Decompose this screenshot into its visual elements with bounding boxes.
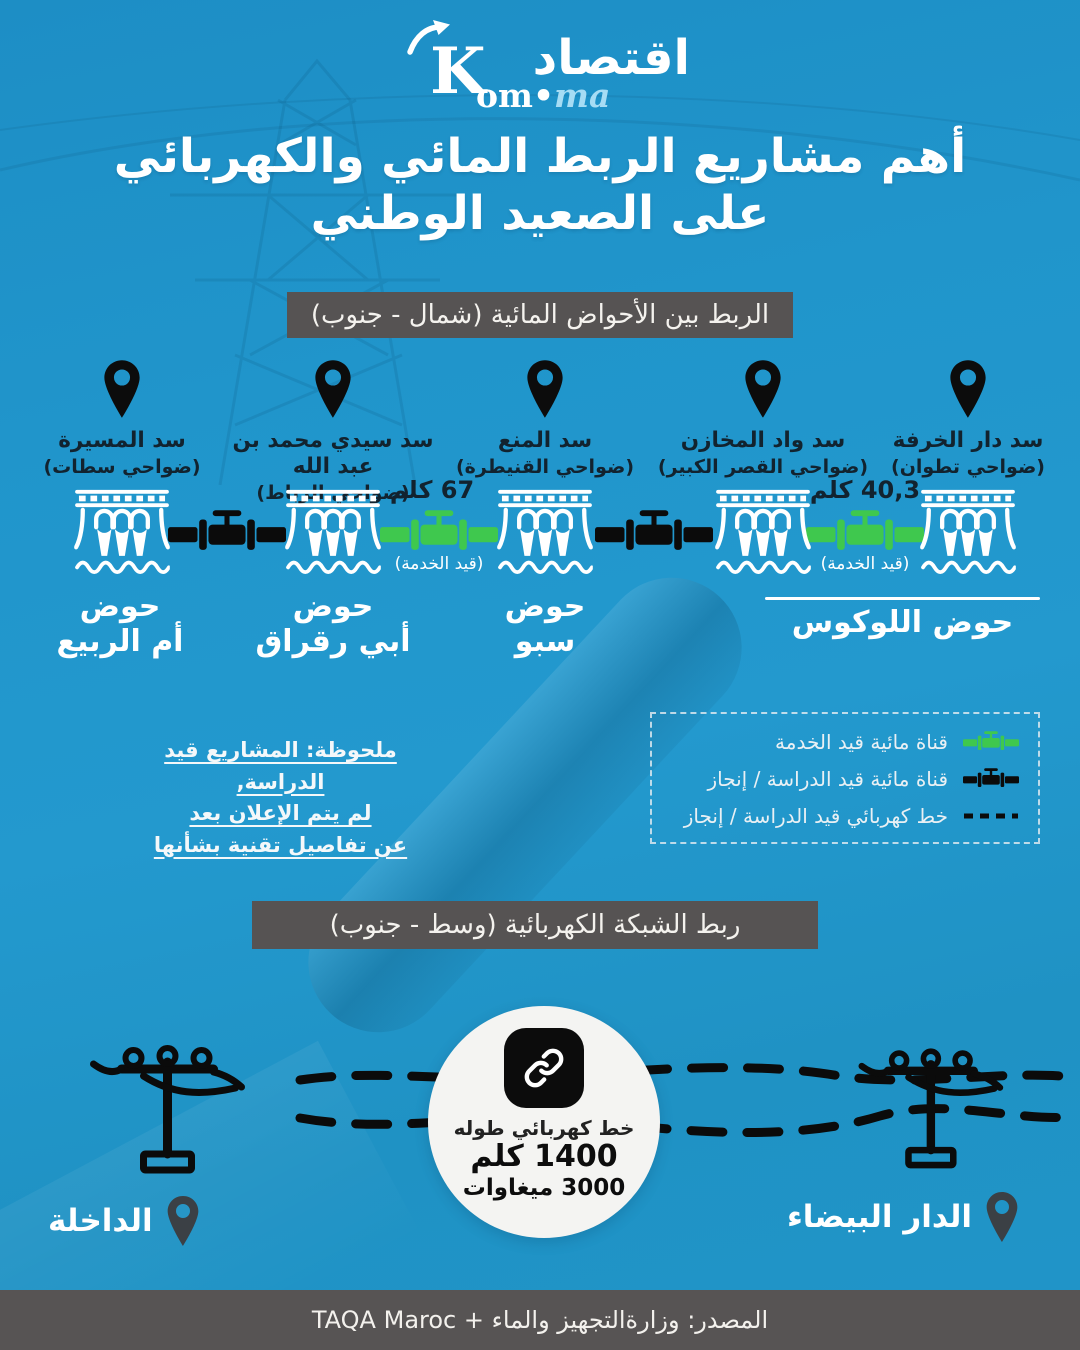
logo-arrow-icon — [407, 20, 450, 55]
page-title-line2: على الصعيد الوطني — [310, 186, 770, 242]
page-title-line1: أهم مشاريع الربط المائي والكهربائي — [113, 129, 967, 184]
dam-pin-oued-makhazine: سد واد المخازن (ضواحي القصر الكبير) — [653, 360, 873, 478]
basin-loukkos: حوض اللوكوس — [791, 605, 1014, 640]
canal-status-label: (قيد الخدمة) — [820, 554, 910, 574]
legend-row-in-service: قناة مائية قيد الخدمة — [666, 730, 1020, 754]
link-icon — [521, 1045, 567, 1091]
dam-icon — [497, 487, 593, 575]
water-canal-study-icon — [595, 508, 713, 558]
city-label: الدار البيضاء — [786, 1199, 972, 1235]
location-pin-icon — [99, 360, 145, 418]
dam-name: سد واد المخازن — [680, 428, 846, 453]
dam-name: سد المنع — [497, 428, 593, 453]
electric-section-header: ربط الشبكة الكهربائية (وسط - جنوب) — [252, 901, 818, 949]
city-dakhla: الداخلة — [48, 1196, 203, 1246]
link-icon-badge — [504, 1028, 584, 1108]
source-footer: المصدر: وزارةالتجهيز والماء + TAQA Maroc — [0, 1290, 1080, 1350]
dam-icon — [74, 487, 170, 575]
location-pin-icon — [163, 1196, 203, 1246]
dam-name: سد دار الخرفة — [892, 428, 1044, 453]
water-section-header: الربط بين الأحواض المائية (شمال - جنوب) — [287, 292, 793, 338]
location-pin-icon — [945, 360, 991, 418]
water-canal-in-service-icon — [380, 508, 498, 558]
dam-icon — [715, 487, 811, 575]
power-line-label: خط كهربائي طوله — [453, 1116, 635, 1140]
dam-area: (ضواحي القصر الكبير) — [657, 455, 869, 478]
city-label: الداخلة — [48, 1203, 153, 1239]
logo-arabic-text: اقتصاد — [532, 30, 691, 86]
dashed-line-icon — [962, 811, 1020, 821]
black-valve-icon — [962, 767, 1020, 791]
dam-name: سد المسيرة — [58, 428, 186, 453]
legend-label: خط كهربائي قيد الدراسة / إنجاز — [683, 804, 948, 828]
dam-name: سد سيدي محمد بن عبد الله — [232, 428, 434, 479]
canal-status-label: (قيد الخدمة) — [394, 554, 484, 574]
study-note: ملحوظة: المشاريع قيد الدراسة, لم يتم الإ… — [128, 735, 433, 861]
city-casablanca: الدار البيضاء — [787, 1192, 1022, 1242]
green-valve-icon — [962, 730, 1020, 754]
utility-pole-icon — [850, 1040, 1008, 1180]
canal-distance-label: 40,3 كلم — [809, 476, 921, 504]
dam-pin-dar-khorfa: سد دار الخرفة (ضواحي تطوان) — [858, 360, 1078, 478]
dam-area: (ضواحي سطات) — [43, 455, 201, 478]
water-canal-study-icon — [168, 508, 286, 558]
note-line3: عن تفاصيل تقنية بشأنها — [153, 832, 408, 857]
power-line-capacity: 3000 ميغاوات — [462, 1174, 626, 1201]
dam-area: (ضواحي تطوان) — [891, 455, 1045, 478]
legend-row-electric-line: خط كهربائي قيد الدراسة / إنجاز — [666, 804, 1020, 828]
location-pin-icon — [310, 360, 356, 418]
background-wires — [0, 94, 1080, 182]
power-line-info-circle: خط كهربائي طوله 1400 كلم 3000 ميغاوات — [428, 1006, 660, 1238]
dam-pin-mnaa: سد المنع (ضواحي القنيطرة) — [435, 360, 655, 478]
loukkos-basin-bracket — [765, 597, 1040, 600]
utility-pole-icon — [48, 1036, 283, 1186]
location-pin-icon — [522, 360, 568, 418]
legend-row-study-canal: قناة مائية قيد الدراسة / إنجاز — [666, 767, 1020, 791]
dam-icon — [920, 487, 1016, 575]
legend-box: قناة مائية قيد الخدمة قناة مائية قيد الد… — [650, 712, 1040, 844]
legend-label: قناة مائية قيد الخدمة — [775, 730, 948, 754]
canal-distance-label: 67 كلم — [389, 476, 475, 504]
power-line-length: 1400 كلم — [470, 1139, 618, 1174]
location-pin-icon — [740, 360, 786, 418]
dam-icon — [285, 487, 381, 575]
dam-pin-massira: سد المسيرة (ضواحي سطات) — [12, 360, 232, 478]
logo-om-ma-text: om•ma — [476, 76, 611, 115]
note-line1: ملحوظة: المشاريع قيد الدراسة, — [164, 738, 397, 794]
note-line2: لم يتم الإعلان بعد — [189, 801, 372, 825]
brand-logo: K اقتصاد om•ma — [0, 20, 1080, 134]
page-title: أهم مشاريع الربط المائي والكهربائي على ا… — [0, 128, 1080, 243]
water-canal-in-service-icon — [806, 508, 924, 558]
logo-k-letter: K — [430, 34, 486, 109]
background-pylon-silhouette — [170, 58, 465, 485]
location-pin-icon — [982, 1192, 1022, 1242]
legend-label: قناة مائية قيد الدراسة / إنجاز — [707, 767, 948, 791]
source-text: المصدر: وزارةالتجهيز والماء + TAQA Maroc — [311, 1306, 769, 1334]
dam-area: (ضواحي القنيطرة) — [455, 455, 635, 478]
